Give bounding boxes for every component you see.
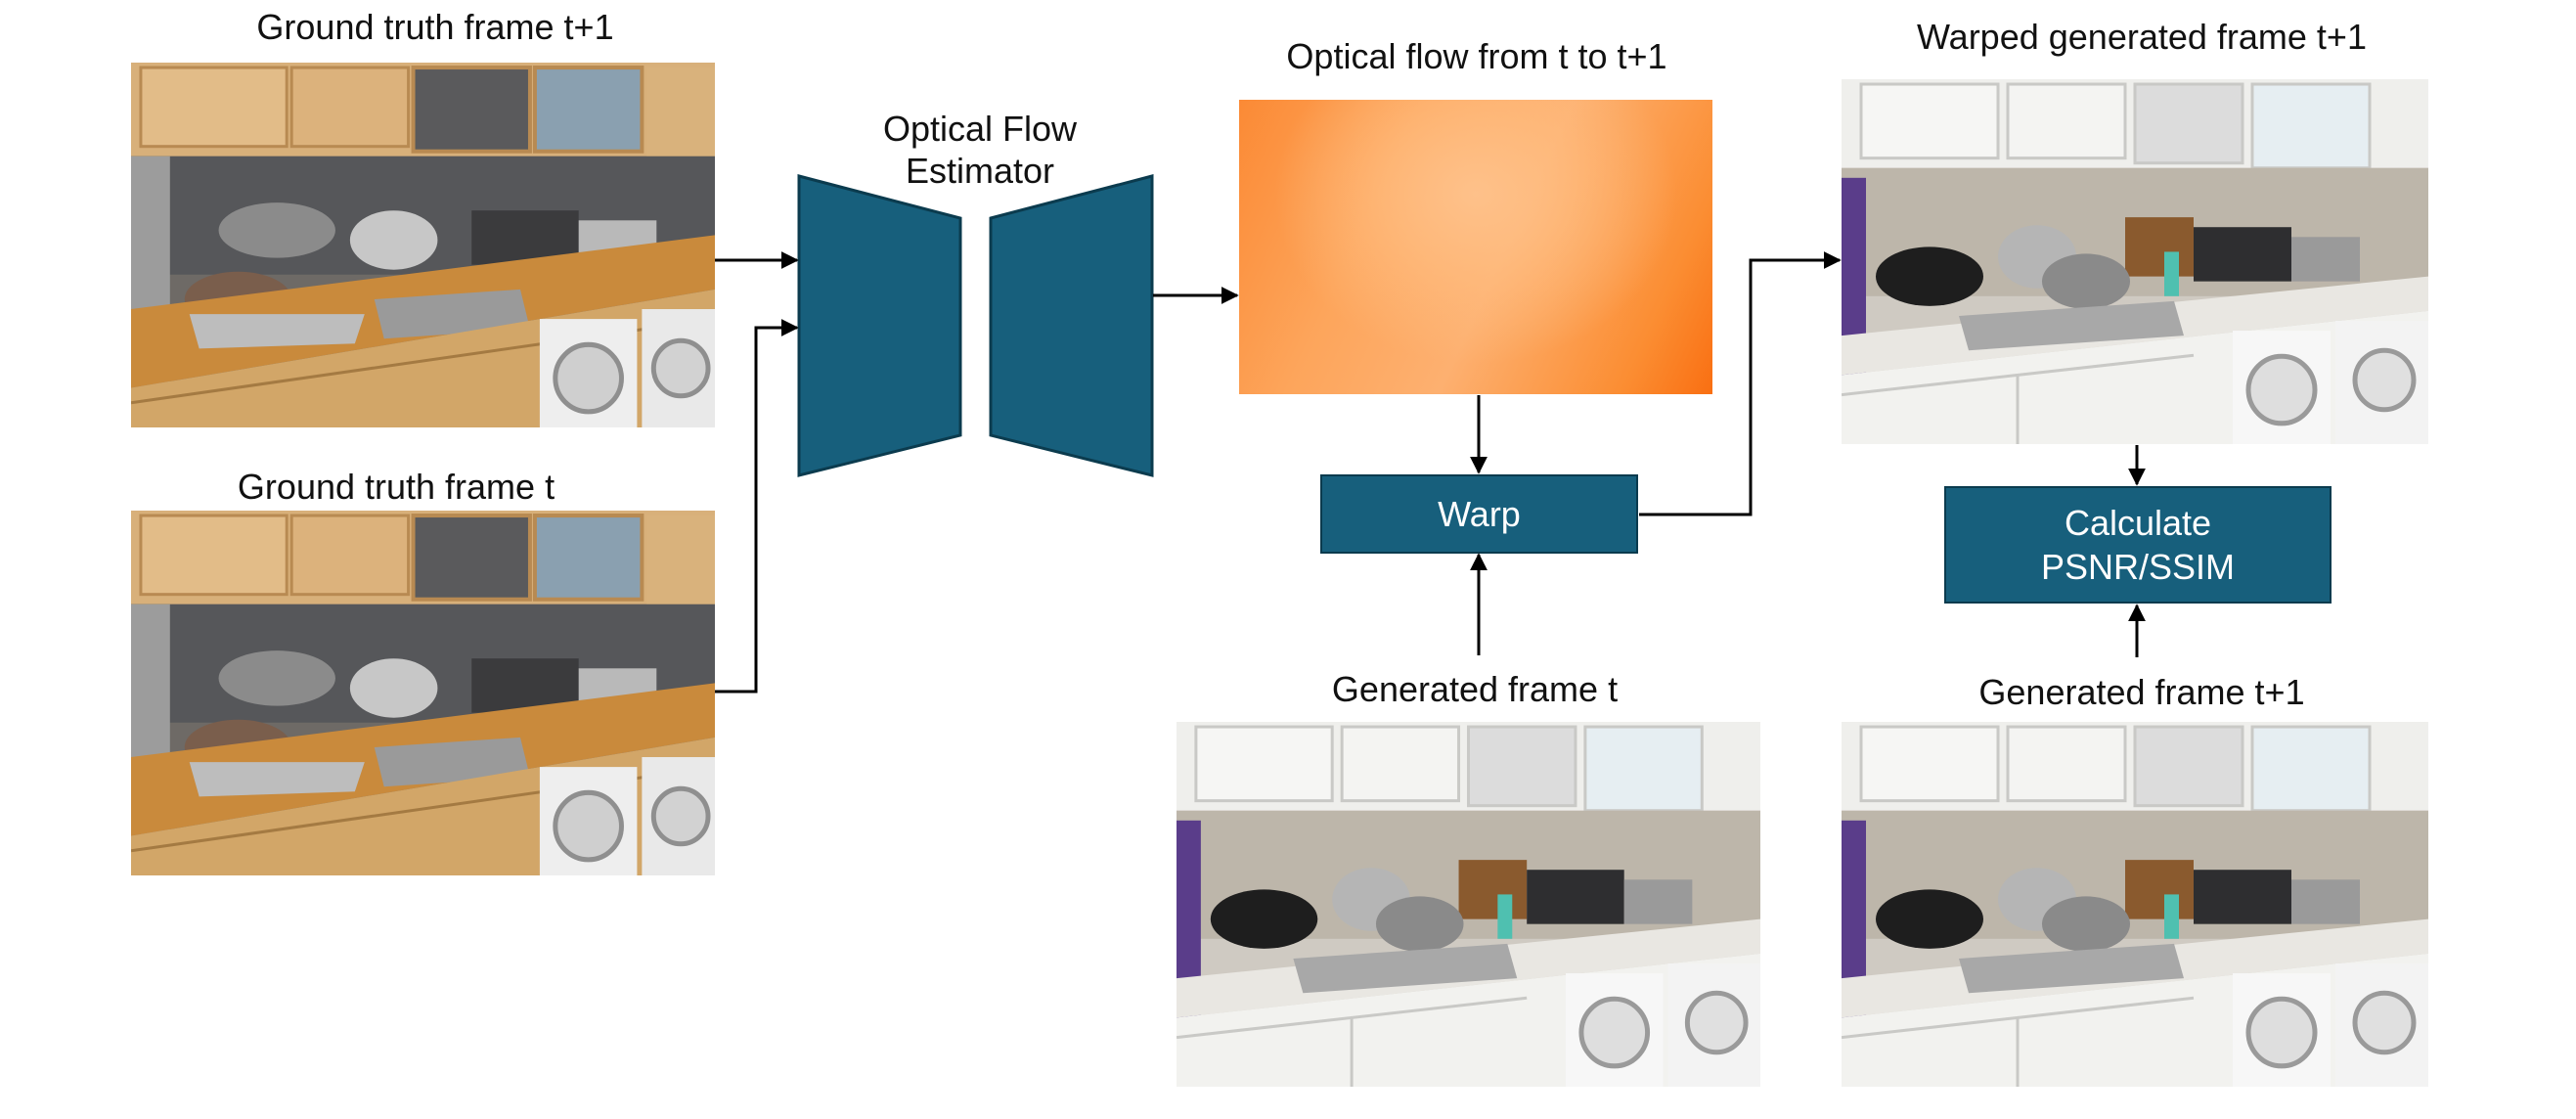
calculate-metrics-box: Calculate PSNR/SSIM [1944, 486, 2332, 604]
calculate-line1: Calculate [2064, 503, 2212, 543]
arrow-gt-t-to-estimator [715, 319, 799, 694]
gen-frame-t1-title: Generated frame t+1 [1978, 672, 2305, 712]
optical-flow-map [1239, 100, 1712, 394]
encoder-shape [797, 174, 962, 477]
gt-frame-t-title: Ground truth frame t [237, 467, 555, 507]
estimator-title-line1: Optical Flow [882, 109, 1078, 149]
gen-frame-t-title: Generated frame t [1331, 669, 1619, 709]
warp-box: Warp [1320, 474, 1638, 554]
gt-frame-t1-title: Ground truth frame t+1 [256, 7, 614, 47]
calculate-line2: PSNR/SSIM [2040, 547, 2236, 587]
estimator-title: Optical Flow Estimator [883, 108, 1077, 192]
warped-frame-title: Warped generated frame t+1 [1917, 17, 2367, 57]
estimator-title-line2: Estimator [905, 151, 1055, 191]
decoder-shape [989, 174, 1154, 477]
arrow-warp-to-warped [1639, 251, 1842, 516]
flow-title: Optical flow from t to t+1 [1286, 36, 1667, 76]
